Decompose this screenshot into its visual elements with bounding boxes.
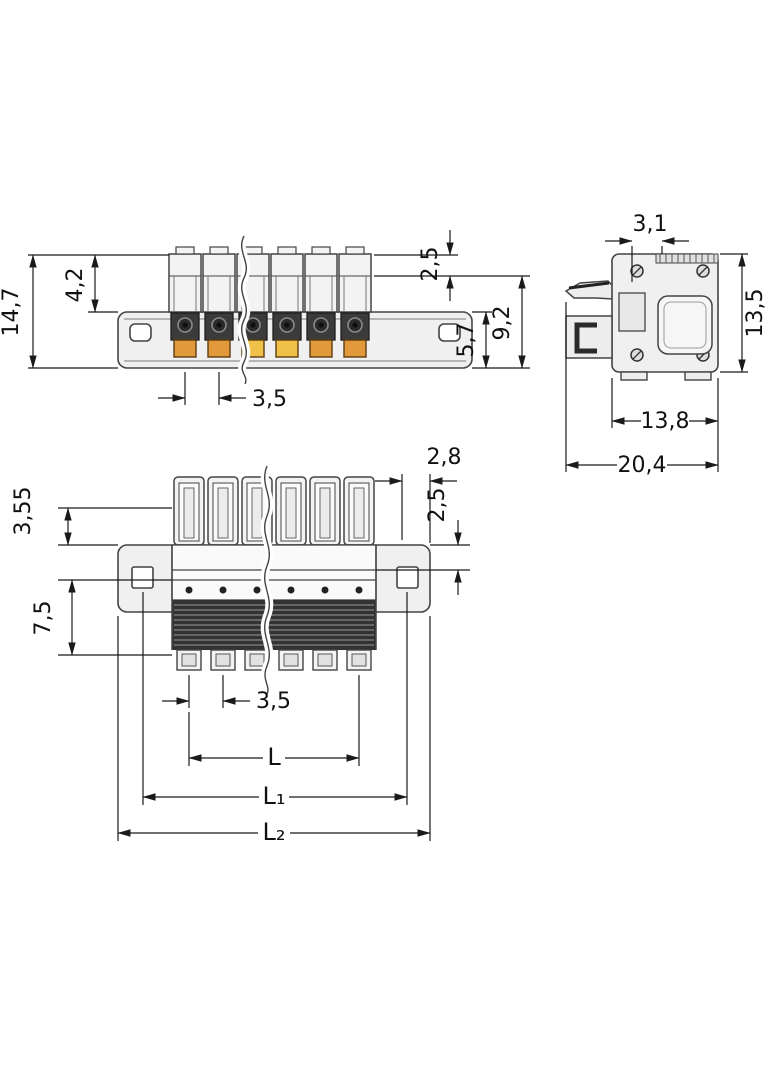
connector-pole [207, 476, 239, 546]
dim-front-top-offset: 2,5 [374, 230, 530, 301]
pole-stub [312, 649, 338, 671]
break-line-front [237, 234, 251, 386]
lever-grip [568, 281, 610, 290]
foot-left [620, 371, 648, 381]
connector-pole [343, 476, 375, 546]
dim-top-length-L2: L₂ [117, 616, 431, 846]
pole-stubs [176, 649, 372, 671]
terminal-unit [204, 312, 234, 358]
connector-pole [304, 246, 338, 313]
dim-label-3-5-top: 3,5 [256, 689, 291, 714]
pole-pin [253, 586, 261, 594]
socket-opening [657, 295, 713, 355]
dim-label-14-7: 14,7 [0, 288, 24, 337]
knurl-strip [655, 253, 719, 264]
dim-label-2-5-front: 2,5 [418, 247, 443, 282]
dim-label-7-5: 7,5 [31, 601, 56, 636]
dim-top-flange-offset: 2,5 [376, 488, 470, 595]
dim-top-pitch: 3,5 [162, 675, 291, 714]
connector-pole [202, 246, 236, 313]
mounting-foot [565, 315, 613, 359]
connector-pole [275, 476, 307, 546]
flange-hole-left [129, 323, 152, 342]
dim-top-length-L1: L₁ [142, 592, 408, 810]
pole-stub [210, 649, 236, 671]
dim-label-L2: L₂ [263, 818, 286, 846]
flange-hole-right [438, 323, 461, 342]
connector-poles-top [173, 476, 375, 546]
connector-pole [270, 246, 304, 313]
dim-front-height-total: 14,7 [0, 254, 169, 369]
break-line-top [260, 464, 274, 696]
dim-top-upper-offset: 3,55 [11, 487, 172, 546]
side-view: 3,1 13,5 13,8 20,4 [564, 212, 768, 478]
dim-label-13-8: 13,8 [641, 409, 690, 434]
terminal-unit [272, 312, 302, 358]
dim-front-height-upper: 4,2 [63, 254, 118, 313]
side-detail-block [618, 292, 646, 332]
flange-hole-left [131, 566, 154, 589]
dim-label-5-7: 5,7 [454, 323, 479, 358]
pole-pin [185, 586, 193, 594]
connector-pole [173, 476, 205, 546]
screw-top-right [696, 264, 710, 278]
pole-stub [346, 649, 372, 671]
dim-side-body-depth: 13,8 [611, 378, 719, 472]
ribbed-band [171, 545, 377, 650]
dim-front-lower-height: 9,2 [490, 275, 526, 369]
dim-label-2-5-top: 2,5 [425, 488, 450, 523]
top-view: 3,55 2,8 2,5 7,5 3,5 [11, 445, 470, 846]
dim-label-9-2: 9,2 [490, 306, 515, 341]
dim-side-total-depth: 20,4 [565, 302, 719, 478]
pole-stub [278, 649, 304, 671]
dim-front-rail-height: 5,7 [454, 311, 530, 369]
connector-poles-front [168, 246, 372, 313]
body-mid-band [171, 544, 377, 601]
dim-top-lower-depth: 7,5 [31, 579, 172, 656]
flange-hole-right [396, 566, 419, 589]
dim-label-3-55: 3,55 [11, 487, 36, 536]
dim-top-length-L: L [188, 675, 360, 771]
dim-label-3-5-front: 3,5 [252, 387, 287, 412]
foot-right [684, 371, 712, 381]
terminal-unit [170, 312, 200, 358]
dim-label-20-4: 20,4 [618, 453, 667, 478]
dim-front-pitch: 3,5 [158, 372, 287, 412]
connector-pole [168, 246, 202, 313]
pole-pin [321, 586, 329, 594]
connector-pole [309, 476, 341, 546]
dim-side-top-width: 3,1 [605, 212, 689, 282]
dim-label-3-1: 3,1 [633, 212, 668, 237]
pole-stub [176, 649, 202, 671]
terminal-unit [340, 312, 370, 358]
connector-pole [338, 246, 372, 313]
dim-label-4-2: 4,2 [63, 268, 88, 303]
pole-pin [355, 586, 363, 594]
pole-pin [287, 586, 295, 594]
dim-label-L: L [267, 743, 281, 771]
dim-side-height: 13,5 [720, 253, 768, 373]
dim-top-flange-edge: 2,8 [375, 445, 462, 543]
screw-top-left [630, 264, 644, 278]
terminal-unit [306, 312, 336, 358]
pole-pin [219, 586, 227, 594]
dim-label-L1: L₁ [263, 782, 286, 810]
dim-label-2-8: 2,8 [427, 445, 462, 470]
front-view: 14,7 4,2 2,5 5,7 9,2 [0, 230, 530, 412]
screw-bottom-left [630, 348, 644, 362]
dim-label-13-5: 13,5 [743, 289, 768, 338]
